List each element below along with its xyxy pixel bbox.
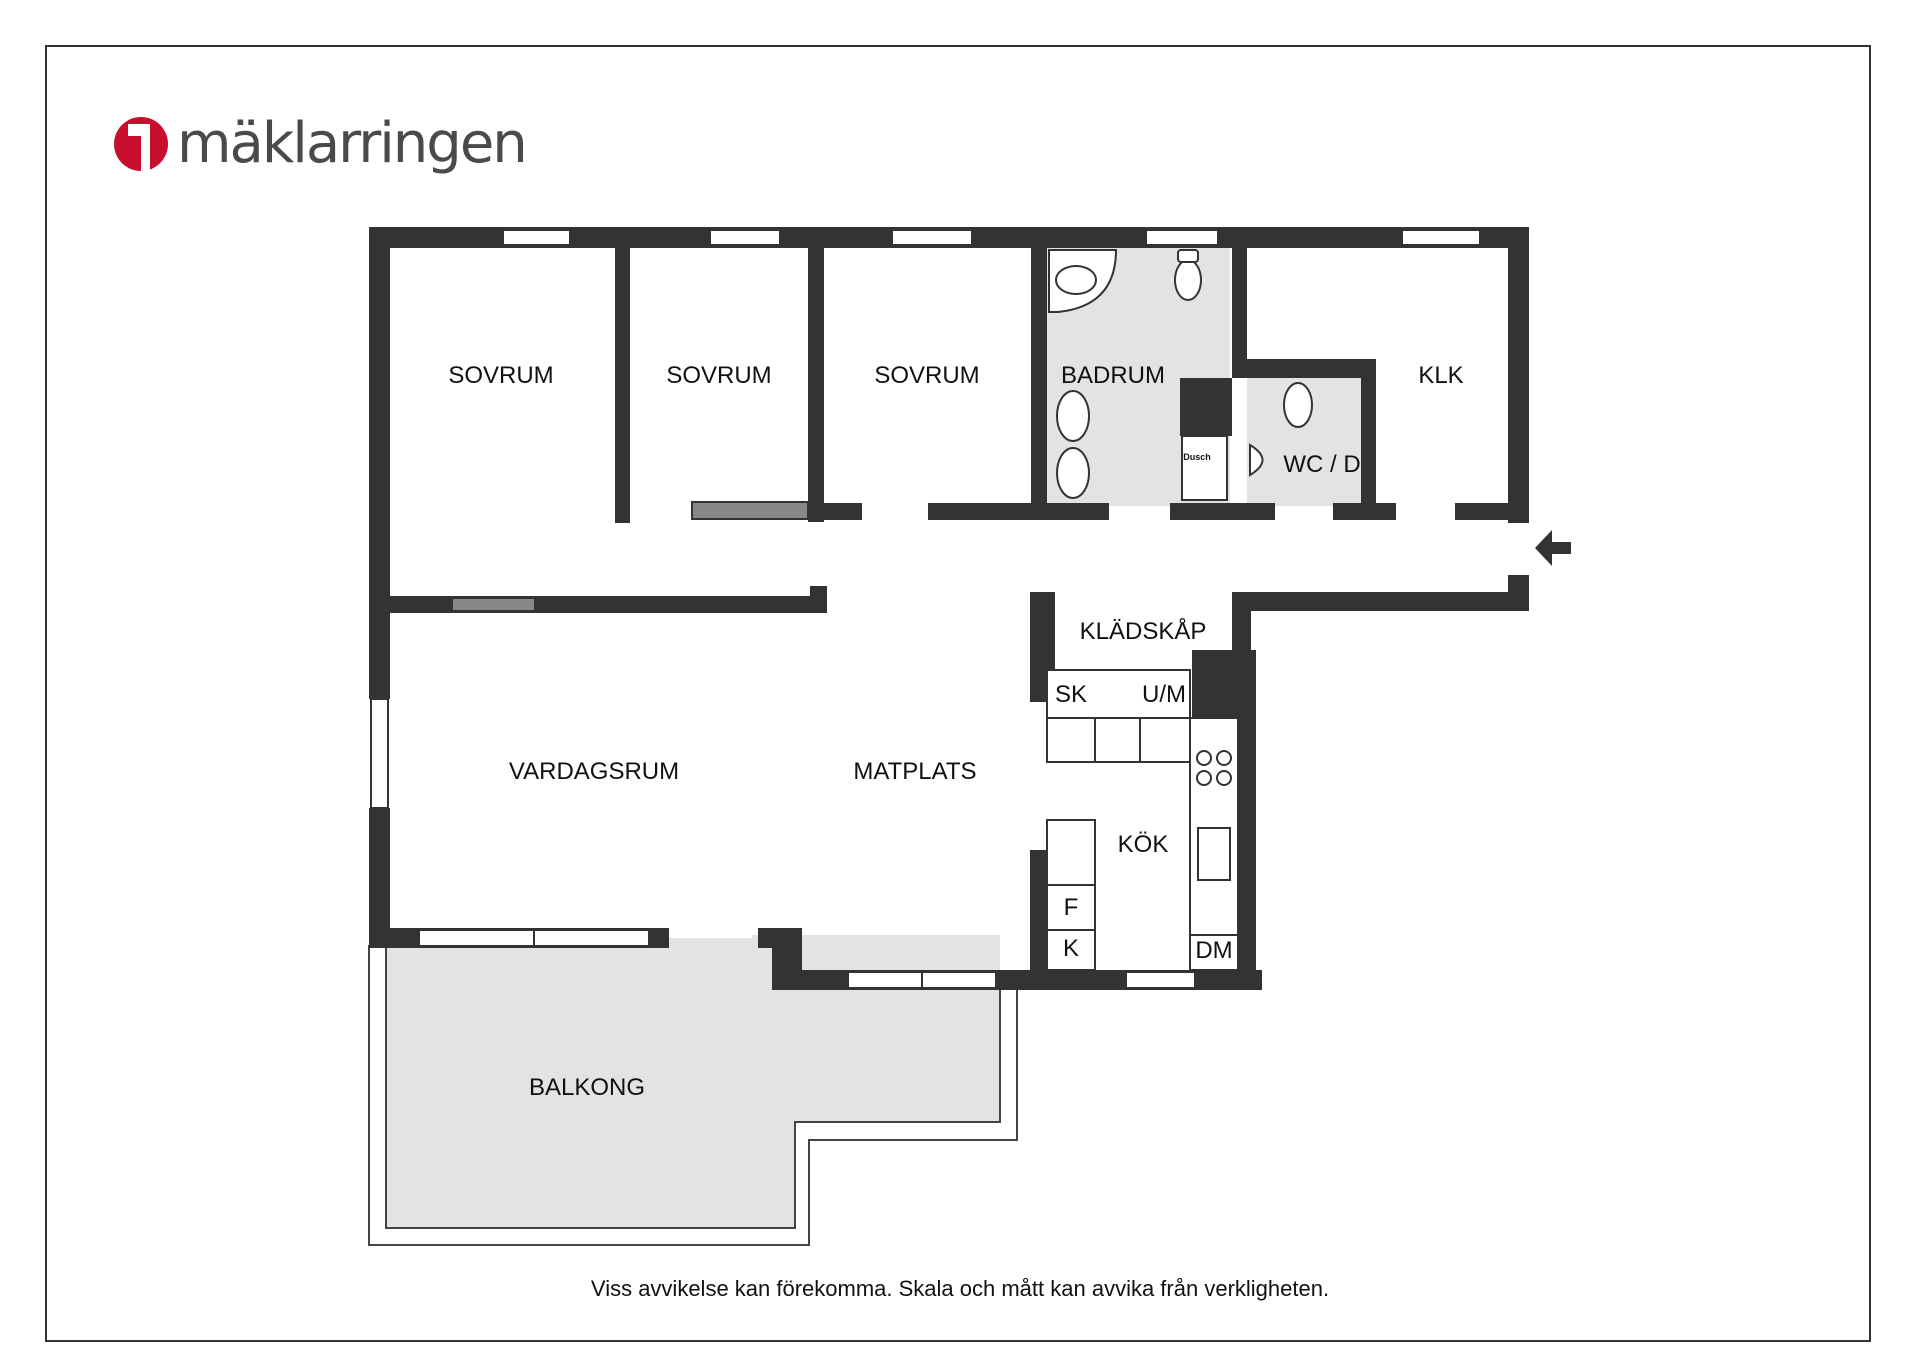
stove-icon-2 [1216,750,1232,766]
toilet-tank [1177,249,1199,263]
stove-icon [1196,750,1212,766]
label-dusch: Dusch [1183,452,1211,462]
walls [369,227,1529,990]
wall-right-upper [1508,227,1529,523]
kladskap-box [1046,669,1191,719]
stove-icon-4 [1216,770,1232,786]
sink-icon-2 [1056,447,1090,499]
sk-um-cabinets [1046,717,1193,763]
wall-vardagsrum-top-end [810,586,827,613]
page-frame [45,45,1871,1342]
window-sovrum-2 [709,229,781,246]
stove-icon-3 [1196,770,1212,786]
label-balkong: BALKONG [529,1074,645,1101]
window-sovrum-3 [891,229,973,246]
dusch-area [1181,435,1228,501]
wall-left-lower [369,808,390,948]
kitchen-fixtures [1046,669,1239,971]
window-badrum [1145,229,1219,246]
room-labels: SOVRUM SOVRUM SOVRUM BADRUM Dusch KLK WC… [448,362,1463,1101]
balkong-floor [386,935,1000,1228]
kitchen-corner-block [1192,650,1256,718]
label-f: F [1064,894,1079,921]
wall-kitchen-left [1030,850,1047,990]
logo-wordmark: mäklarringen [177,111,526,176]
wall-hall-bottom [1232,592,1529,611]
wc-sink-icon [1249,443,1264,477]
wall-sovrum3-bottom-right [928,503,1047,520]
logo-mark-glyph [128,124,150,178]
bad-shaft-block [1180,378,1232,436]
wall-wc-right [1361,359,1376,520]
wall-wc-top [1232,359,1376,378]
disclaimer-text: Viss avvikelse kan förekomma. Skala och … [590,1276,1330,1301]
entrance-arrow-icon [1535,530,1571,566]
wall-bad-klk [1232,248,1247,363]
bathtub-basin [1055,265,1097,295]
label-matplats: MATPLATS [853,758,976,785]
window-kok [1125,971,1196,989]
window-vardagsrum-side [370,698,389,809]
wall-vardagsrum-top [369,596,827,613]
wall-sovrum3-bottom-left [824,503,862,520]
sink-icon [1056,390,1090,442]
label-um: U/M [1142,681,1186,708]
wall-kitchen-right [1238,650,1256,990]
label-vardagsrum: VARDAGSRUM [509,758,679,785]
kitchen-sink-icon [1197,827,1231,881]
sovrum-1-sliding-door [451,597,536,612]
window-klk [1401,229,1481,246]
wall-bad-bottom-left [1047,503,1109,520]
wall-hall-corner [1232,592,1251,650]
label-sovrum-3: SOVRUM [874,362,979,389]
sovrum-2-sliding-door [691,501,809,520]
windows [370,229,1481,989]
label-kok: KÖK [1118,831,1169,858]
label-dm: DM [1195,937,1232,964]
label-k: K [1063,935,1079,962]
wall-sovrum-3-bad [1031,248,1047,520]
window-sovrum-1 [502,229,571,246]
wall-klk-bottom [1455,503,1529,520]
fridge-freezer-column [1046,819,1096,971]
label-klk: KLK [1418,362,1463,389]
bathroom-fixtures [1048,249,1313,501]
wc-toilet-icon [1283,382,1313,428]
toilet-icon [1174,259,1202,301]
wall-sovrum-1-2 [615,248,630,523]
label-badrum: BADRUM [1061,362,1165,389]
label-sk: SK [1055,681,1087,708]
label-kladskap: KLÄDSKÅP [1080,617,1207,645]
label-sovrum-2: SOVRUM [666,362,771,389]
brand-logo: mäklarringen [114,111,528,178]
label-wc: WC / D [1283,451,1360,478]
label-sovrum-1: SOVRUM [448,362,553,389]
wall-bad-bottom-right [1170,503,1275,520]
wall-left-upper [369,227,390,699]
wall-sovrum-2-3 [808,248,824,522]
